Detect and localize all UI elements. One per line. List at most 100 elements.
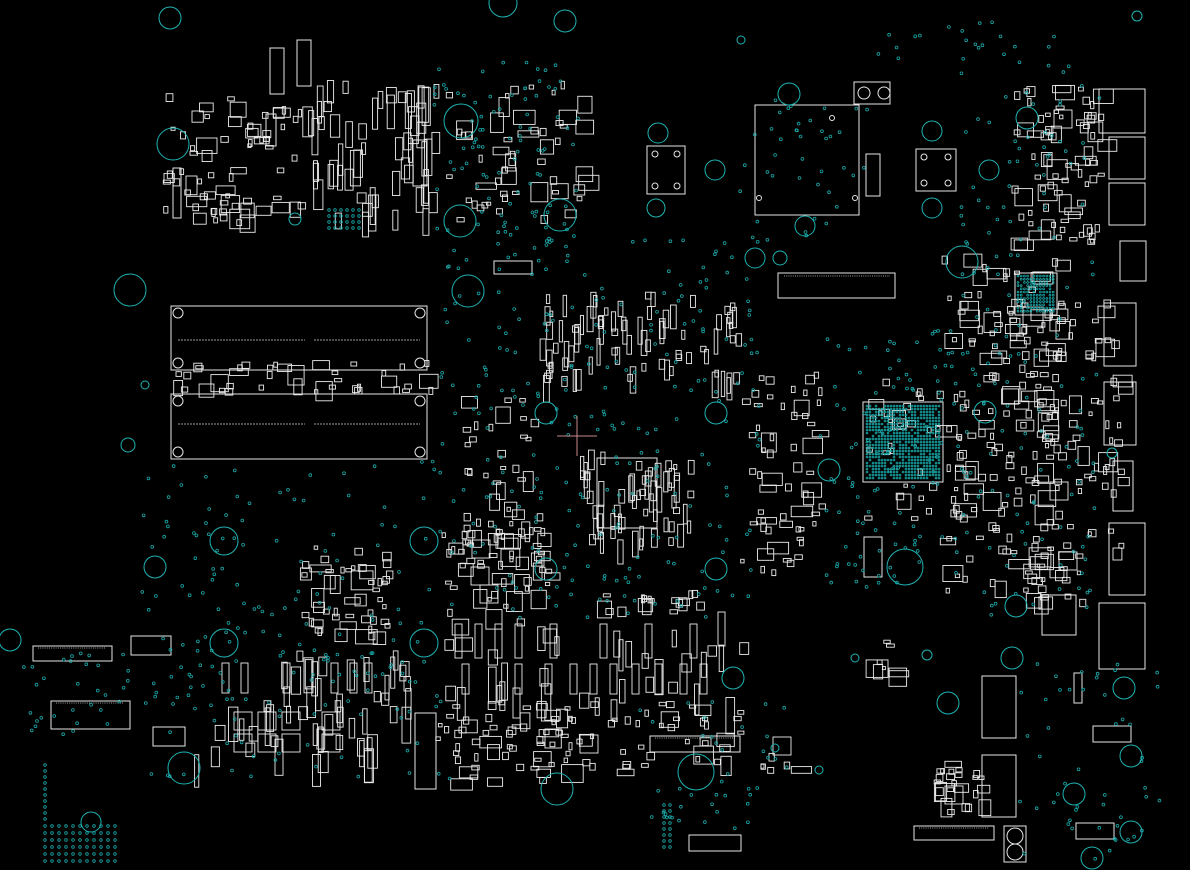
component-footprint [673, 475, 680, 503]
mounting-hole [817, 458, 841, 482]
via [192, 531, 196, 535]
component-footprint [354, 386, 363, 395]
via [686, 701, 690, 705]
quad-pad-right[interactable] [915, 148, 957, 192]
via [373, 674, 378, 678]
component-footprint [322, 608, 330, 615]
component-footprint [1087, 112, 1097, 120]
component-footprint [818, 503, 826, 510]
connector-left-2[interactable] [50, 700, 131, 730]
via [755, 240, 760, 244]
bga-ball [1026, 303, 1029, 307]
bga-ball [904, 443, 908, 447]
component-footprint [331, 370, 339, 376]
component-footprint [247, 122, 254, 130]
component-footprint [1040, 552, 1049, 559]
via [460, 166, 464, 171]
connector-bottom-center[interactable] [649, 735, 741, 753]
bga-ball [925, 464, 929, 468]
connector-left-3[interactable] [130, 635, 172, 656]
connector-upper-mid[interactable] [493, 260, 533, 275]
connector-bottom-small[interactable] [688, 834, 742, 852]
bga-ball [925, 431, 929, 435]
connector-top-center[interactable] [777, 272, 896, 299]
component-footprint [1055, 354, 1062, 362]
bga-ball [1023, 281, 1026, 284]
via [933, 329, 937, 334]
via [169, 674, 174, 679]
component-footprint [671, 629, 677, 648]
bga-ball [871, 446, 875, 450]
component-footprint [354, 547, 363, 556]
bga-ball [877, 413, 881, 417]
via [972, 271, 976, 275]
component-footprint [446, 174, 453, 179]
tall-component-left[interactable] [172, 39, 883, 790]
small-bga[interactable] [1014, 272, 1058, 316]
via [39, 715, 44, 720]
via [396, 607, 401, 612]
bga-ball [892, 455, 896, 459]
chipset-bga[interactable] [862, 401, 944, 483]
component-footprint [243, 197, 252, 205]
component-footprint [317, 726, 324, 753]
component-footprint [791, 411, 798, 420]
bga-ball [934, 461, 938, 465]
via [209, 703, 213, 708]
via [235, 582, 240, 587]
via [203, 635, 208, 639]
component-footprint [599, 531, 604, 554]
via [778, 137, 783, 142]
via [544, 312, 549, 317]
component-footprint [513, 109, 536, 125]
via [311, 672, 315, 677]
component-footprint [522, 705, 532, 710]
cpu-socket-outline[interactable] [754, 81, 891, 216]
inductor-footprint [699, 663, 708, 695]
connector-bottom-right[interactable] [913, 825, 995, 841]
connector-left-4[interactable] [152, 726, 186, 747]
component-footprint [677, 523, 685, 548]
port-stack-right[interactable] [981, 88, 1147, 863]
bga-ball [889, 416, 893, 420]
bga-ball [898, 476, 902, 480]
via [1024, 90, 1029, 95]
component-footprint [1055, 510, 1063, 520]
bga-ball [880, 434, 884, 438]
via [564, 388, 568, 392]
component-footprint [1098, 452, 1119, 473]
component-footprint [245, 127, 259, 139]
bga-ball [880, 428, 884, 432]
via [380, 672, 385, 676]
via [858, 370, 862, 375]
connector-left-1[interactable] [32, 645, 113, 662]
bga-ball [922, 434, 926, 438]
bga-ball [880, 476, 884, 480]
via [453, 411, 457, 416]
component-footprint [314, 389, 319, 395]
via [875, 451, 879, 456]
memory-slot-top[interactable] [170, 305, 428, 371]
bga-ball [883, 473, 887, 477]
component-footprint [568, 742, 573, 751]
component-footprint [1112, 374, 1133, 388]
bga-ball [883, 419, 887, 423]
component-footprint [554, 137, 561, 145]
via [43, 799, 47, 803]
component-footprint [618, 639, 624, 672]
memory-slot-bottom[interactable] [170, 393, 428, 460]
component-footprint [669, 366, 674, 377]
quad-pad-left[interactable] [646, 145, 686, 195]
via [965, 530, 969, 535]
bga-ball [1019, 277, 1023, 281]
via [356, 774, 361, 779]
via [626, 580, 631, 585]
component-footprint [302, 106, 313, 138]
via [912, 542, 917, 547]
component-footprint [477, 563, 485, 569]
via [1052, 34, 1056, 39]
component-footprint [731, 306, 737, 329]
component-footprint [536, 741, 545, 746]
